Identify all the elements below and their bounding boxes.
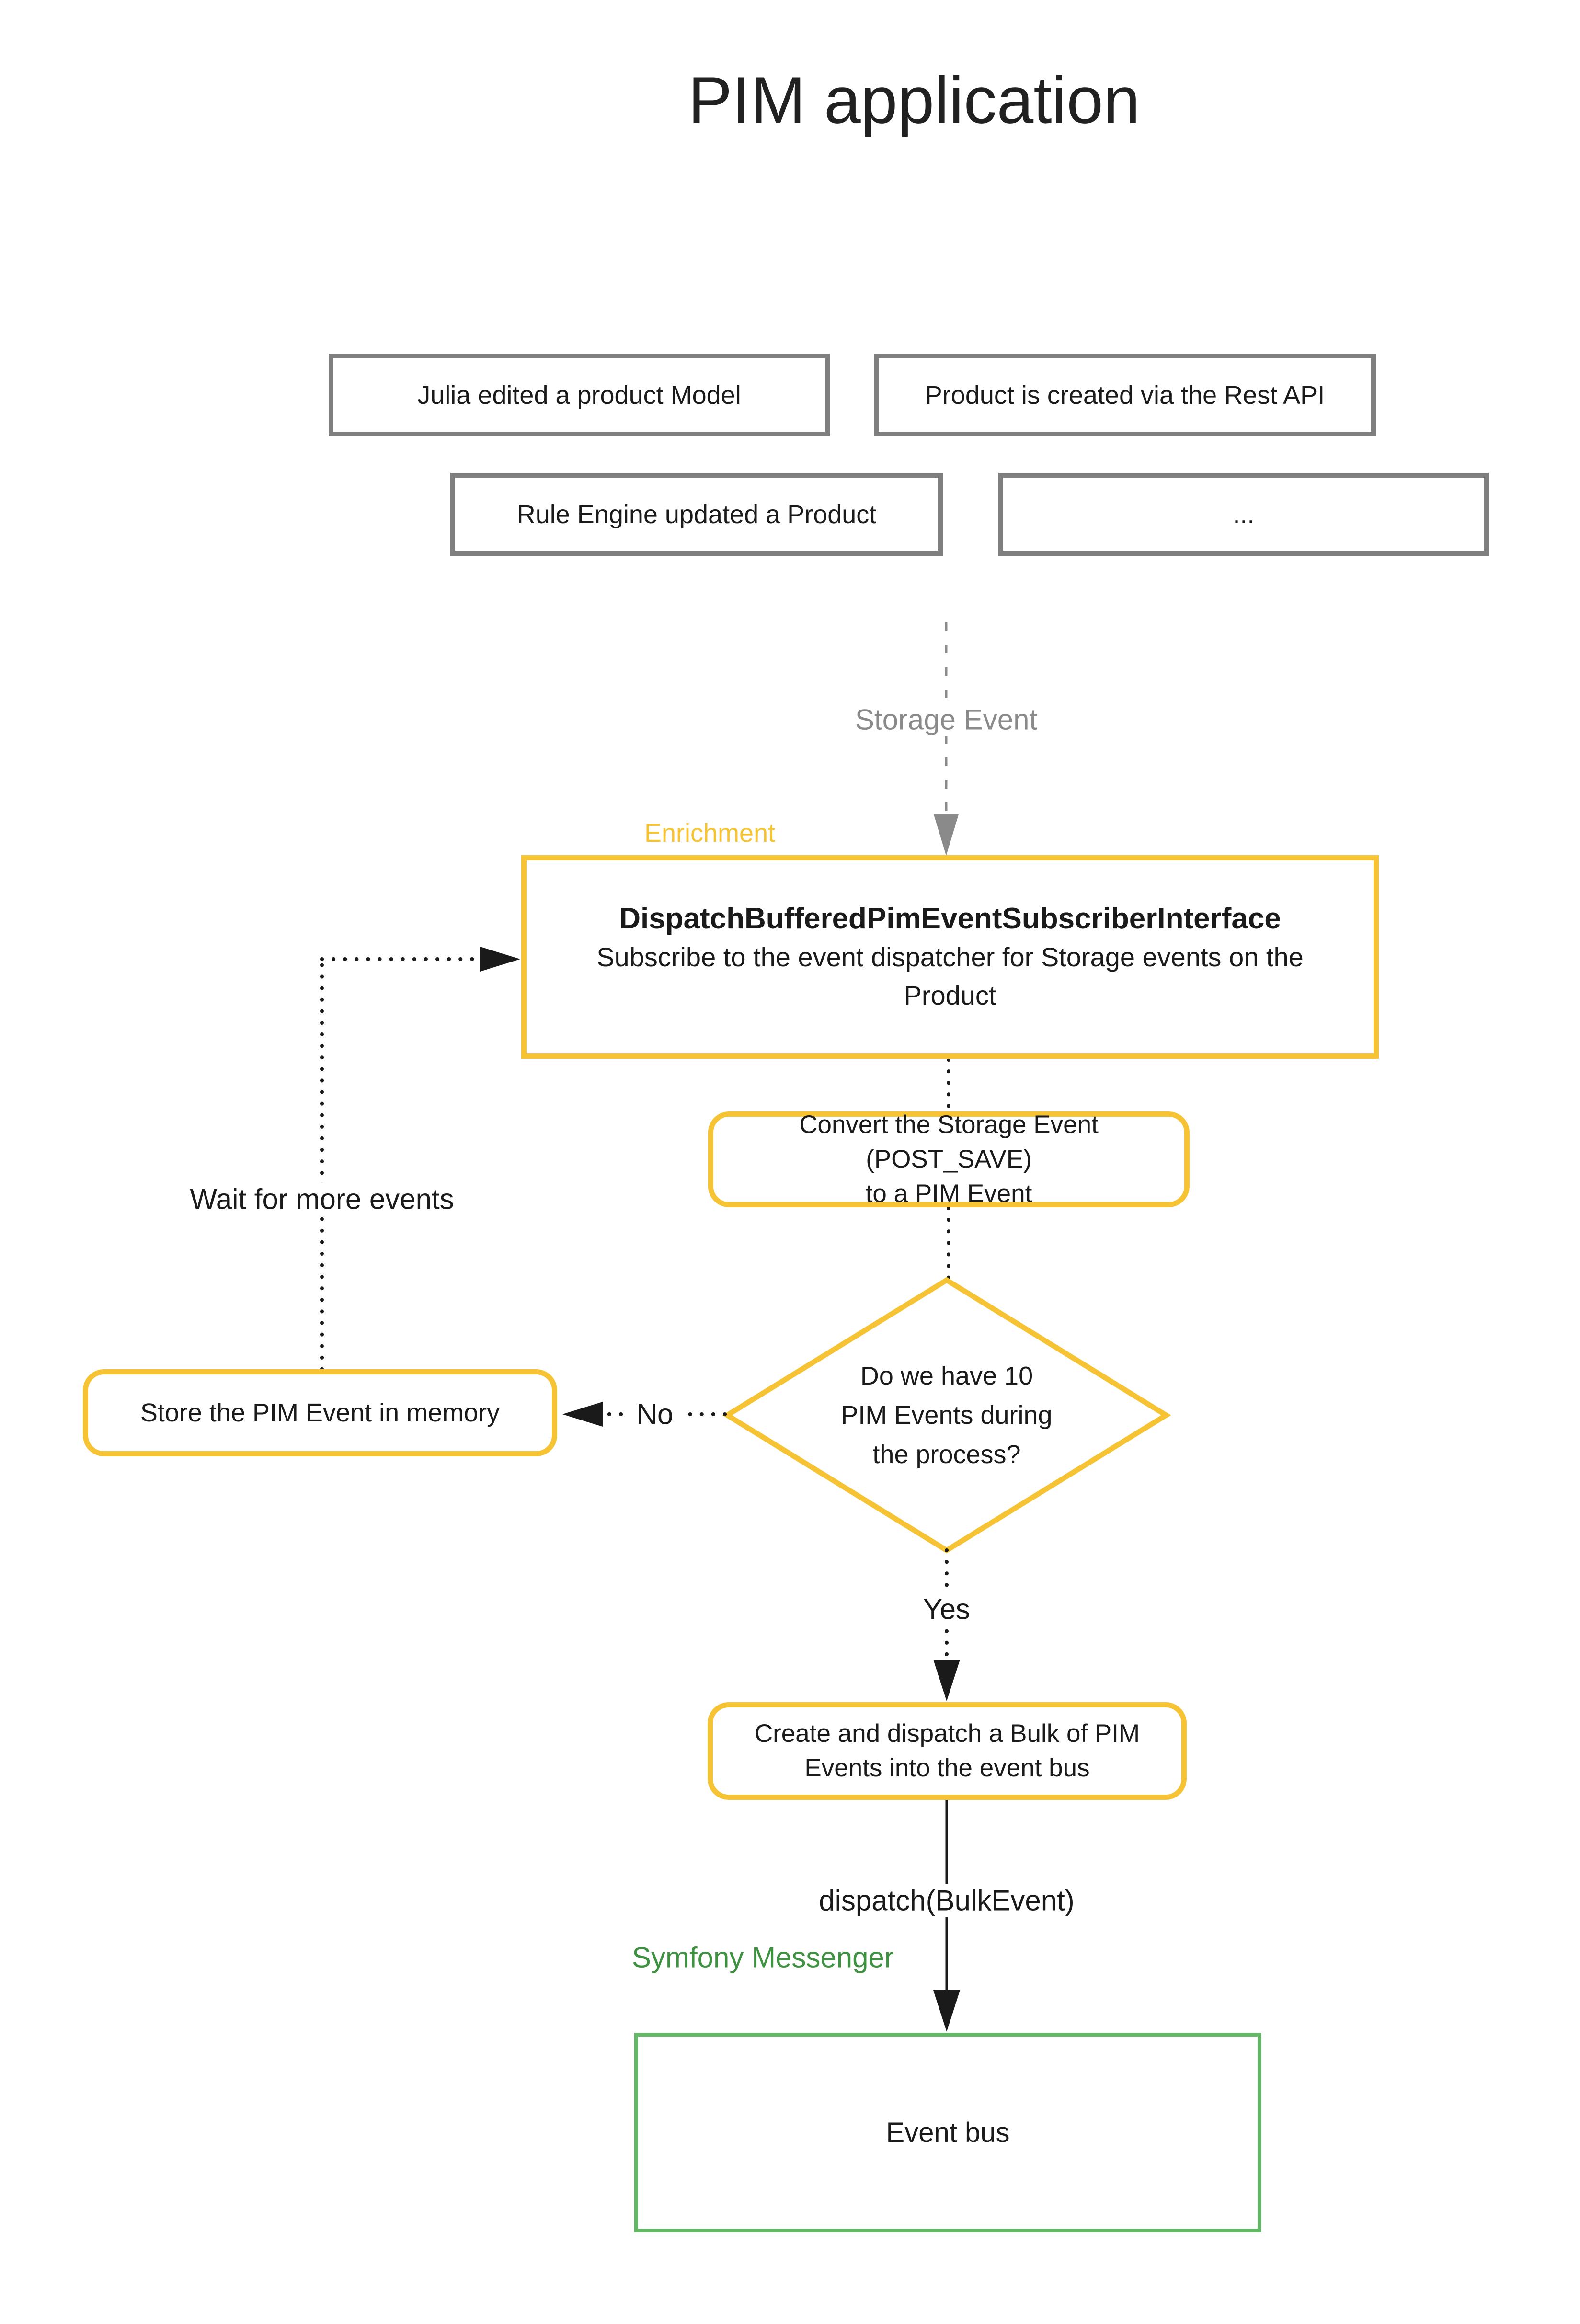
wait-loop-arrowhead-icon [480,947,520,972]
page-title: PIM application [688,63,1140,137]
edge-label-wait: Wait for more events [178,1182,466,1216]
section-label-enrichment: Enrichment [644,819,776,847]
node-event-bus-label: Event bus [886,2117,1010,2148]
node-convert-line2: to a PIM Event [865,1179,1032,1208]
trigger-box-rest-api: Product is created via the Rest API [874,354,1376,436]
node-subscriber-title: DispatchBufferedPimEventSubscriberInterf… [619,902,1281,935]
node-decision-line1: Do we have 10 [860,1362,1033,1390]
trigger-box-julia-label: Julia edited a product Model [417,380,741,410]
edge-label-symfony-messenger: Symfony Messenger [632,1941,894,1974]
no-arrowhead-icon [562,1402,603,1427]
node-decision-line3: the process? [872,1440,1021,1469]
node-store: Store the PIM Event in memory [83,1369,557,1456]
node-bulk-dispatch-line2: Events into the event bus [804,1754,1090,1782]
node-subscriber-desc-line1: Subscribe to the event dispatcher for St… [596,941,1304,972]
storage-event-arrowhead-icon [934,814,959,856]
trigger-box-rest-api-label: Product is created via the Rest API [925,380,1325,410]
trigger-box-ellipsis: ... [998,473,1489,556]
node-convert-line1: Convert the Storage Event (POST_SAVE) [799,1110,1099,1173]
node-decision-label: Do we have 10 PIM Events during the proc… [779,1356,1114,1474]
edge-label-yes: Yes [912,1592,982,1626]
node-store-label: Store the PIM Event in memory [140,1398,500,1427]
node-decision-line2: PIM Events during [841,1401,1053,1430]
node-bulk-dispatch-line1: Create and dispatch a Bulk of PIM [754,1719,1140,1748]
edge-label-no: No [625,1397,685,1431]
node-subscriber-desc-line2: Product [904,980,996,1010]
node-event-bus: Event bus [634,2033,1261,2232]
dispatch-arrowhead-icon [933,1990,960,2032]
edge-label-dispatch-bulkevent: dispatch(BulkEvent) [807,1884,1086,1917]
trigger-box-rule-engine: Rule Engine updated a Product [450,473,943,556]
node-bulk-dispatch: Create and dispatch a Bulk of PIM Events… [708,1702,1187,1800]
edge-label-storage-event: Storage Event [843,703,1049,736]
node-subscriber: DispatchBufferedPimEventSubscriberInterf… [521,855,1379,1059]
trigger-box-rule-engine-label: Rule Engine updated a Product [516,500,877,529]
trigger-box-julia: Julia edited a product Model [329,354,830,436]
yes-arrowhead-icon [933,1660,960,1701]
node-convert: Convert the Storage Event (POST_SAVE) to… [708,1110,1190,1208]
trigger-box-ellipsis-label: ... [1233,500,1255,529]
